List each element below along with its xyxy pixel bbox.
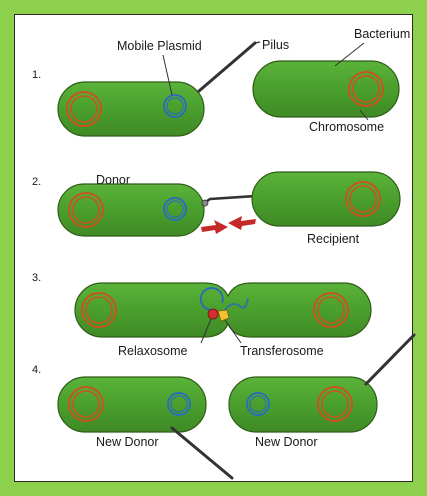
step-1-number: 1. xyxy=(32,69,41,81)
attraction-arrows-icon xyxy=(201,216,256,234)
pilus-icon xyxy=(199,43,255,91)
step-4-number: 4. xyxy=(32,364,41,376)
label-recipient: Recipient xyxy=(307,232,360,246)
label-bacterium: Bacterium xyxy=(354,27,410,41)
pilus-tip-icon xyxy=(202,200,208,206)
step2-recipient-cell xyxy=(252,172,400,226)
step2-donor-cell xyxy=(58,184,204,236)
pilus-leader-line xyxy=(255,42,260,43)
pilus-bridge xyxy=(203,196,256,204)
pilus-icon xyxy=(366,335,414,384)
label-new-donor-right: New Donor xyxy=(255,435,318,449)
label-new-donor-left: New Donor xyxy=(96,435,159,449)
step1-recipient-cell xyxy=(253,61,399,117)
step-3-number: 3. xyxy=(32,272,41,284)
step4-new-donor-right-cell xyxy=(229,377,377,432)
step1-donor-cell xyxy=(58,82,204,136)
pilus-icon xyxy=(172,428,232,478)
step-2-number: 2. xyxy=(32,176,41,188)
label-chromosome: Chromosome xyxy=(309,120,384,134)
label-mobile-plasmid: Mobile Plasmid xyxy=(117,39,202,53)
relaxosome-icon xyxy=(208,309,218,319)
label-relaxosome: Relaxosome xyxy=(118,344,188,358)
step3-fused-cells xyxy=(75,283,371,337)
step4-new-donor-left-cell xyxy=(58,377,206,432)
label-pilus: Pilus xyxy=(262,38,289,52)
label-transferosome: Transferosome xyxy=(240,344,324,358)
